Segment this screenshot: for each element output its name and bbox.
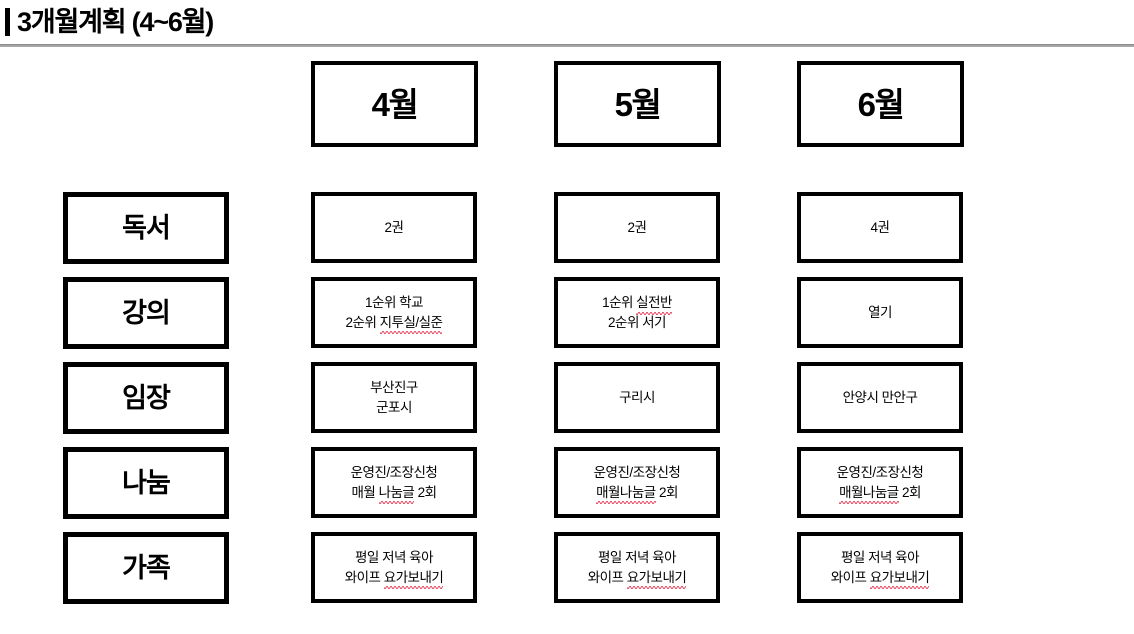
cell-line: 운영진/조장신청	[593, 464, 681, 480]
row-label-3: 임장	[63, 362, 229, 434]
spellcheck-underlined-text: 실전반	[636, 293, 672, 315]
row-label-1: 독서	[63, 192, 229, 264]
spellcheck-underlined-text: 지투실/실준	[379, 313, 443, 334]
plan-cell-text: 열기	[865, 303, 895, 323]
cell-line: 군포시	[376, 399, 412, 415]
plan-cell-text: 1순위 학교 2순위 지투실/실준	[343, 293, 446, 334]
row-label-text: 나눔	[122, 467, 171, 498]
row-label-text: 독서	[122, 212, 171, 243]
cell-line: 와이프 요가보내기	[345, 568, 444, 589]
plan-cell: 열기	[797, 277, 963, 348]
cell-line: 안양시 만안구	[842, 389, 918, 405]
month-header-3: 6월	[797, 61, 964, 147]
row-label-text: 임장	[122, 382, 171, 413]
cell-line: 운영진/조장신청	[350, 464, 438, 480]
cell-line: 구리시	[619, 389, 655, 405]
cell-line: 1순위 학교	[365, 294, 423, 310]
page-title-bar: 3개월계획 (4~6월)	[0, 0, 1134, 44]
spellcheck-underlined-text: 나눔글	[378, 483, 415, 504]
spellcheck-underlined-text: 요가보내기	[869, 568, 930, 589]
cell-line: 매월나눔글 2회	[837, 483, 924, 504]
cell-line: 2순위 지투실/실준	[346, 313, 443, 334]
spellcheck-underlined-text: 매월나눔글	[839, 483, 899, 504]
cell-line: 와이프 요가보내기	[831, 568, 930, 589]
plan-cell-text: 4권	[868, 218, 893, 238]
cell-line: 부산진구	[370, 379, 418, 395]
month-header-1: 4월	[311, 61, 478, 147]
cell-line: 1순위 실전반	[602, 293, 672, 315]
cell-line: 2순위 서기	[608, 314, 666, 330]
row-label-2: 강의	[63, 277, 229, 349]
page-title: 3개월계획 (4~6월)	[17, 6, 214, 37]
row-label-5: 가족	[63, 532, 229, 604]
cell-line: 2권	[627, 219, 647, 235]
row-label-text: 가족	[122, 552, 171, 583]
month-label: 5월	[614, 85, 662, 123]
cell-line: 평일 저녁 육아	[840, 549, 920, 565]
cell-line: 2권	[384, 219, 404, 235]
cell-line: 열기	[868, 304, 892, 320]
cell-line: 4권	[870, 219, 890, 235]
spellcheck-underlined-text: 요가보내기	[383, 568, 444, 589]
plan-cell-text: 구리시	[616, 388, 658, 408]
plan-cell: 2권	[554, 192, 720, 263]
plan-cell: 4권	[797, 192, 963, 263]
title-divider	[0, 44, 1134, 47]
spellcheck-underlined-text: 매월나눔글	[596, 483, 656, 504]
cell-line: 운영진/조장신청	[836, 464, 924, 480]
plan-cell-text: 2권	[625, 218, 650, 238]
plan-cell: 2권	[311, 192, 477, 263]
plan-cell: 안양시 만안구	[797, 362, 963, 433]
cell-line: 매월나눔글 2회	[594, 483, 681, 504]
spellcheck-underlined-text: 요가보내기	[626, 568, 687, 589]
plan-cell: 구리시	[554, 362, 720, 433]
cell-line: 매월 나눔글 2회	[351, 483, 438, 504]
cell-line: 평일 저녁 육아	[597, 549, 677, 565]
title-accent-bar	[5, 8, 10, 36]
month-header-2: 5월	[554, 61, 721, 147]
row-label-text: 강의	[122, 297, 171, 328]
plan-cell: 1순위 학교 2순위 지투실/실준	[311, 277, 477, 348]
month-label: 6월	[857, 85, 905, 123]
plan-cell-text: 안양시 만안구	[840, 388, 921, 408]
row-label-4: 나눔	[63, 447, 229, 519]
cell-line: 평일 저녁 육아	[354, 549, 434, 565]
cell-line: 와이프 요가보내기	[588, 568, 687, 589]
plan-cell-text: 2권	[382, 218, 407, 238]
month-label: 4월	[371, 85, 419, 123]
